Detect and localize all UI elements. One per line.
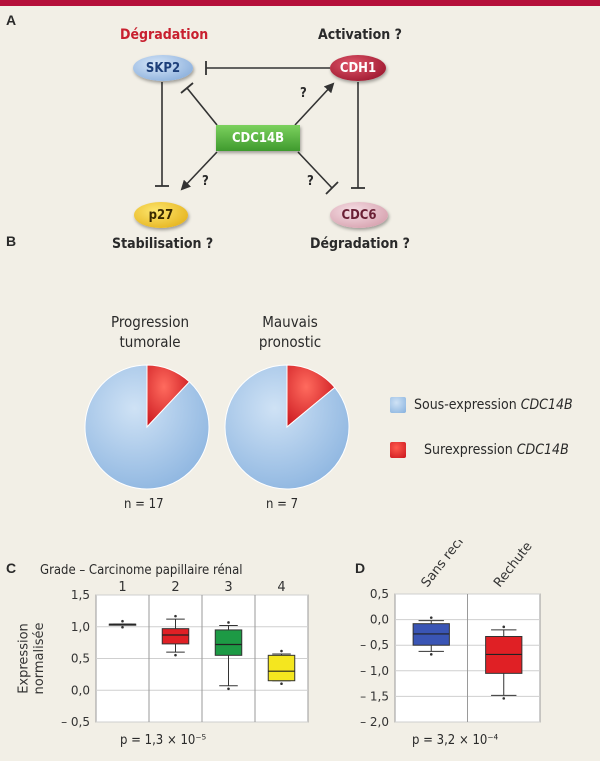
inhibit-cdc14b-cdc6 xyxy=(297,151,333,189)
y-tick-label: 0,5 xyxy=(71,652,90,666)
y-tick-label: – 1,5 xyxy=(360,689,389,703)
panel-letter-d: D xyxy=(355,560,366,576)
y-tick-label: – 0,5 xyxy=(360,638,389,652)
box-rechute xyxy=(485,625,523,700)
y-tick-label: 0,5 xyxy=(370,587,389,601)
legend-swatch-sous xyxy=(390,397,406,413)
pie2-n-label: n = 7 xyxy=(266,497,299,512)
y-tick-label: – 2,0 xyxy=(360,715,389,729)
panel-letter-a: A xyxy=(6,12,17,28)
top-accent-bar xyxy=(0,0,600,6)
cdc14b-node: CDC14B xyxy=(216,125,300,151)
category-label: Rechute xyxy=(491,540,536,590)
p27-node: p27 xyxy=(134,202,188,228)
y-axis-label: Expressionnormalisée xyxy=(16,623,47,695)
y-tick-label: 1,0 xyxy=(71,620,90,634)
skp2-effect-label: Dégradation xyxy=(120,27,209,43)
legend-swatch-sur xyxy=(390,442,406,458)
legend-sous-text: Sous-expression xyxy=(414,397,517,413)
category-label: 4 xyxy=(277,580,285,595)
boxplot-c-title: Grade – Carcinome papillaire rénal xyxy=(40,563,243,578)
box-2 xyxy=(161,614,190,657)
cdh1-node: CDH1 xyxy=(330,55,386,81)
box-3 xyxy=(214,621,243,691)
question-cdc6: ? xyxy=(307,174,314,189)
y-tick-label: 0,0 xyxy=(71,683,90,697)
box-sans-rechute xyxy=(412,616,450,656)
y-tick-label: 1,5 xyxy=(71,588,90,602)
y-tick-label: – 1,0 xyxy=(360,664,389,678)
arrow-cdc14b-cdh1 xyxy=(294,82,335,126)
cdh1-effect-label: Activation ? xyxy=(318,27,402,43)
y-tick-label: 0,0 xyxy=(370,613,389,627)
boxplot-c-pvalue: p = 1,3 × 10⁻⁵ xyxy=(120,733,207,748)
boxplot-d-pvalue: p = 3,2 × 10⁻⁴ xyxy=(412,733,499,748)
pie-slice-sous-expression xyxy=(84,364,210,490)
category-label: Sans rechute xyxy=(419,540,483,590)
panel-letter-b: B xyxy=(6,233,17,249)
cdc6-effect-label: Dégradation ? xyxy=(310,236,410,252)
y-tick-label: – 0,5 xyxy=(61,715,90,729)
legend-label-sur: Surexpression CDC14B xyxy=(424,442,569,458)
boxplot-grade: – 0,5 0,0 0,5 1,0 1,5 1 2 3 4Expressionnormalisé… xyxy=(16,580,309,729)
pie-slice-sous-expression xyxy=(224,364,350,490)
legend-sous-gene: CDC14B xyxy=(520,397,573,413)
skp2-node: SKP2 xyxy=(133,55,193,81)
box-1 xyxy=(108,619,137,629)
legend-sur-gene: CDC14B xyxy=(516,442,569,458)
inhibit-cdc14b-skp2 xyxy=(186,87,218,126)
pathway-connectors xyxy=(155,61,365,195)
legend-label-sous: Sous-expression CDC14B xyxy=(414,397,573,413)
pie1-n-label: n = 17 xyxy=(124,497,164,512)
pie-slice-surexpression xyxy=(286,364,336,429)
pie1-title: Progression tumorale xyxy=(110,313,190,351)
pie2-title: Mauvais pronostic xyxy=(258,313,322,351)
box-4 xyxy=(267,649,296,686)
category-label: 2 xyxy=(171,580,179,595)
question-cdh1: ? xyxy=(300,86,307,101)
pie-chart-progression xyxy=(84,364,210,490)
legend-sur-text: Surexpression xyxy=(424,442,513,458)
p27-effect-label: Stabilisation ? xyxy=(112,236,214,252)
question-p27: ? xyxy=(202,174,209,189)
category-label: 3 xyxy=(224,580,232,595)
arrow-cdc14b-p27 xyxy=(180,151,218,191)
category-label: 1 xyxy=(118,580,126,595)
cdc6-node: CDC6 xyxy=(330,202,388,228)
pie-chart-pronostic xyxy=(224,364,350,490)
panel-letter-c: C xyxy=(6,560,17,576)
